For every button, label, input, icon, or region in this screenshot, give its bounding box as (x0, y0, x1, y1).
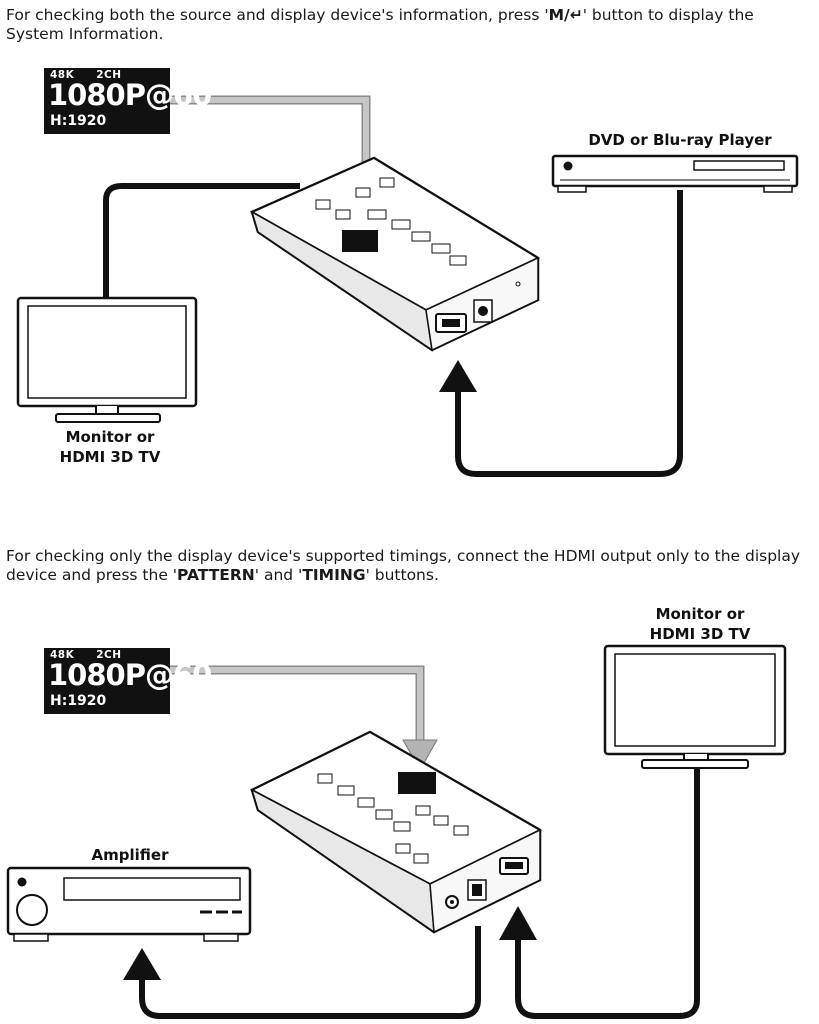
amplifier-icon (6, 866, 252, 942)
instruction-text: ' button to display the System Informati… (6, 6, 754, 43)
resolution-text: 1080P@60 (48, 658, 212, 692)
dvd-player-icon (551, 154, 799, 193)
signal-arrow-bottom (170, 665, 438, 772)
resolution-text: 1080P@60 (48, 78, 212, 112)
m-enter-key-label: M/↵ (548, 6, 583, 24)
h-resolution-text: H:1920 (50, 693, 107, 709)
hdmi-cable-to-monitor (103, 183, 300, 300)
dvd-player-label: DVD or Blu-ray Player (588, 131, 772, 149)
h-resolution-text: H:1920 (50, 113, 107, 129)
hdmi-cable-from-player (455, 190, 683, 477)
hdmi-analyzer-device-bottom (249, 730, 543, 934)
amplifier-label: Amplifier (91, 846, 169, 864)
timing-key-label: TIMING (302, 566, 366, 584)
amplifier-arrow-head (123, 948, 161, 980)
display-arrow-head (499, 906, 537, 940)
instruction-text: ' buttons. (365, 566, 439, 584)
monitor-label-line1: Monitor or (655, 605, 745, 623)
monitor-icon (603, 644, 787, 769)
input-arrow-head (439, 360, 477, 392)
monitor-label-line2: HDMI 3D TV (649, 625, 751, 643)
monitor-label-bottom: Monitor or HDMI 3D TV (620, 604, 780, 644)
instruction-text: For checking only the display device's s… (6, 547, 801, 584)
monitor-label-line2: HDMI 3D TV (59, 448, 161, 466)
hdmi-cable-to-monitor-bottom (515, 768, 700, 1019)
monitor-label-top: Monitor or HDMI 3D TV (30, 427, 190, 467)
audio-rate-text: 48K (50, 69, 75, 81)
pattern-key-label: PATTERN (177, 566, 255, 584)
monitor-icon (16, 296, 198, 423)
audio-rate-text: 48K (50, 649, 75, 661)
instruction-display-timings: For checking only the display device's s… (6, 547, 814, 585)
instruction-text: For checking both the source and display… (6, 6, 549, 24)
audio-cable-to-amplifier (139, 926, 481, 1019)
channels-text: 2CH (96, 69, 122, 81)
monitor-label-line1: Monitor or (65, 428, 155, 446)
system-info-display: 48K 2CH 1080P@60 H:1920 (44, 68, 212, 134)
instruction-system-info: For checking both the source and display… (6, 6, 814, 44)
instruction-text: ' and ' (254, 566, 303, 584)
timing-info-display: 48K 2CH 1080P@60 H:1920 (44, 648, 212, 714)
hdmi-analyzer-device-top (249, 156, 541, 352)
channels-text: 2CH (96, 649, 122, 661)
